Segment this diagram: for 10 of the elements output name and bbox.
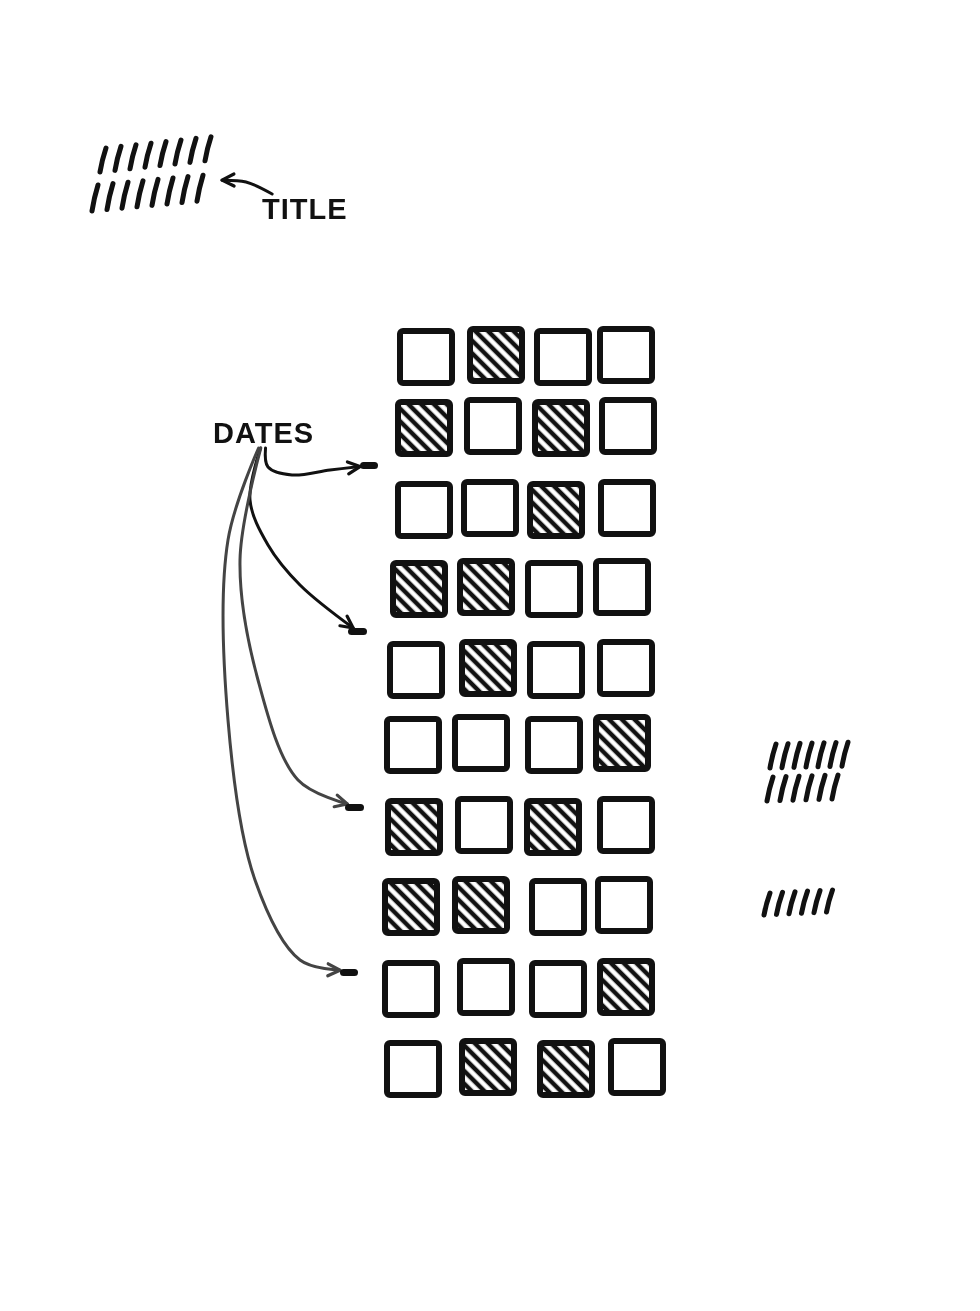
annotation-text: DATES — [213, 418, 315, 448]
tick-mark — [348, 628, 367, 635]
tick-mark — [360, 462, 378, 469]
tick-mark — [340, 969, 358, 976]
annotation-text: TITLE — [262, 194, 348, 224]
arrow — [238, 446, 349, 809]
arrow — [220, 172, 274, 196]
arrow — [263, 446, 362, 477]
tick-mark — [345, 804, 364, 811]
arrow — [221, 446, 342, 978]
